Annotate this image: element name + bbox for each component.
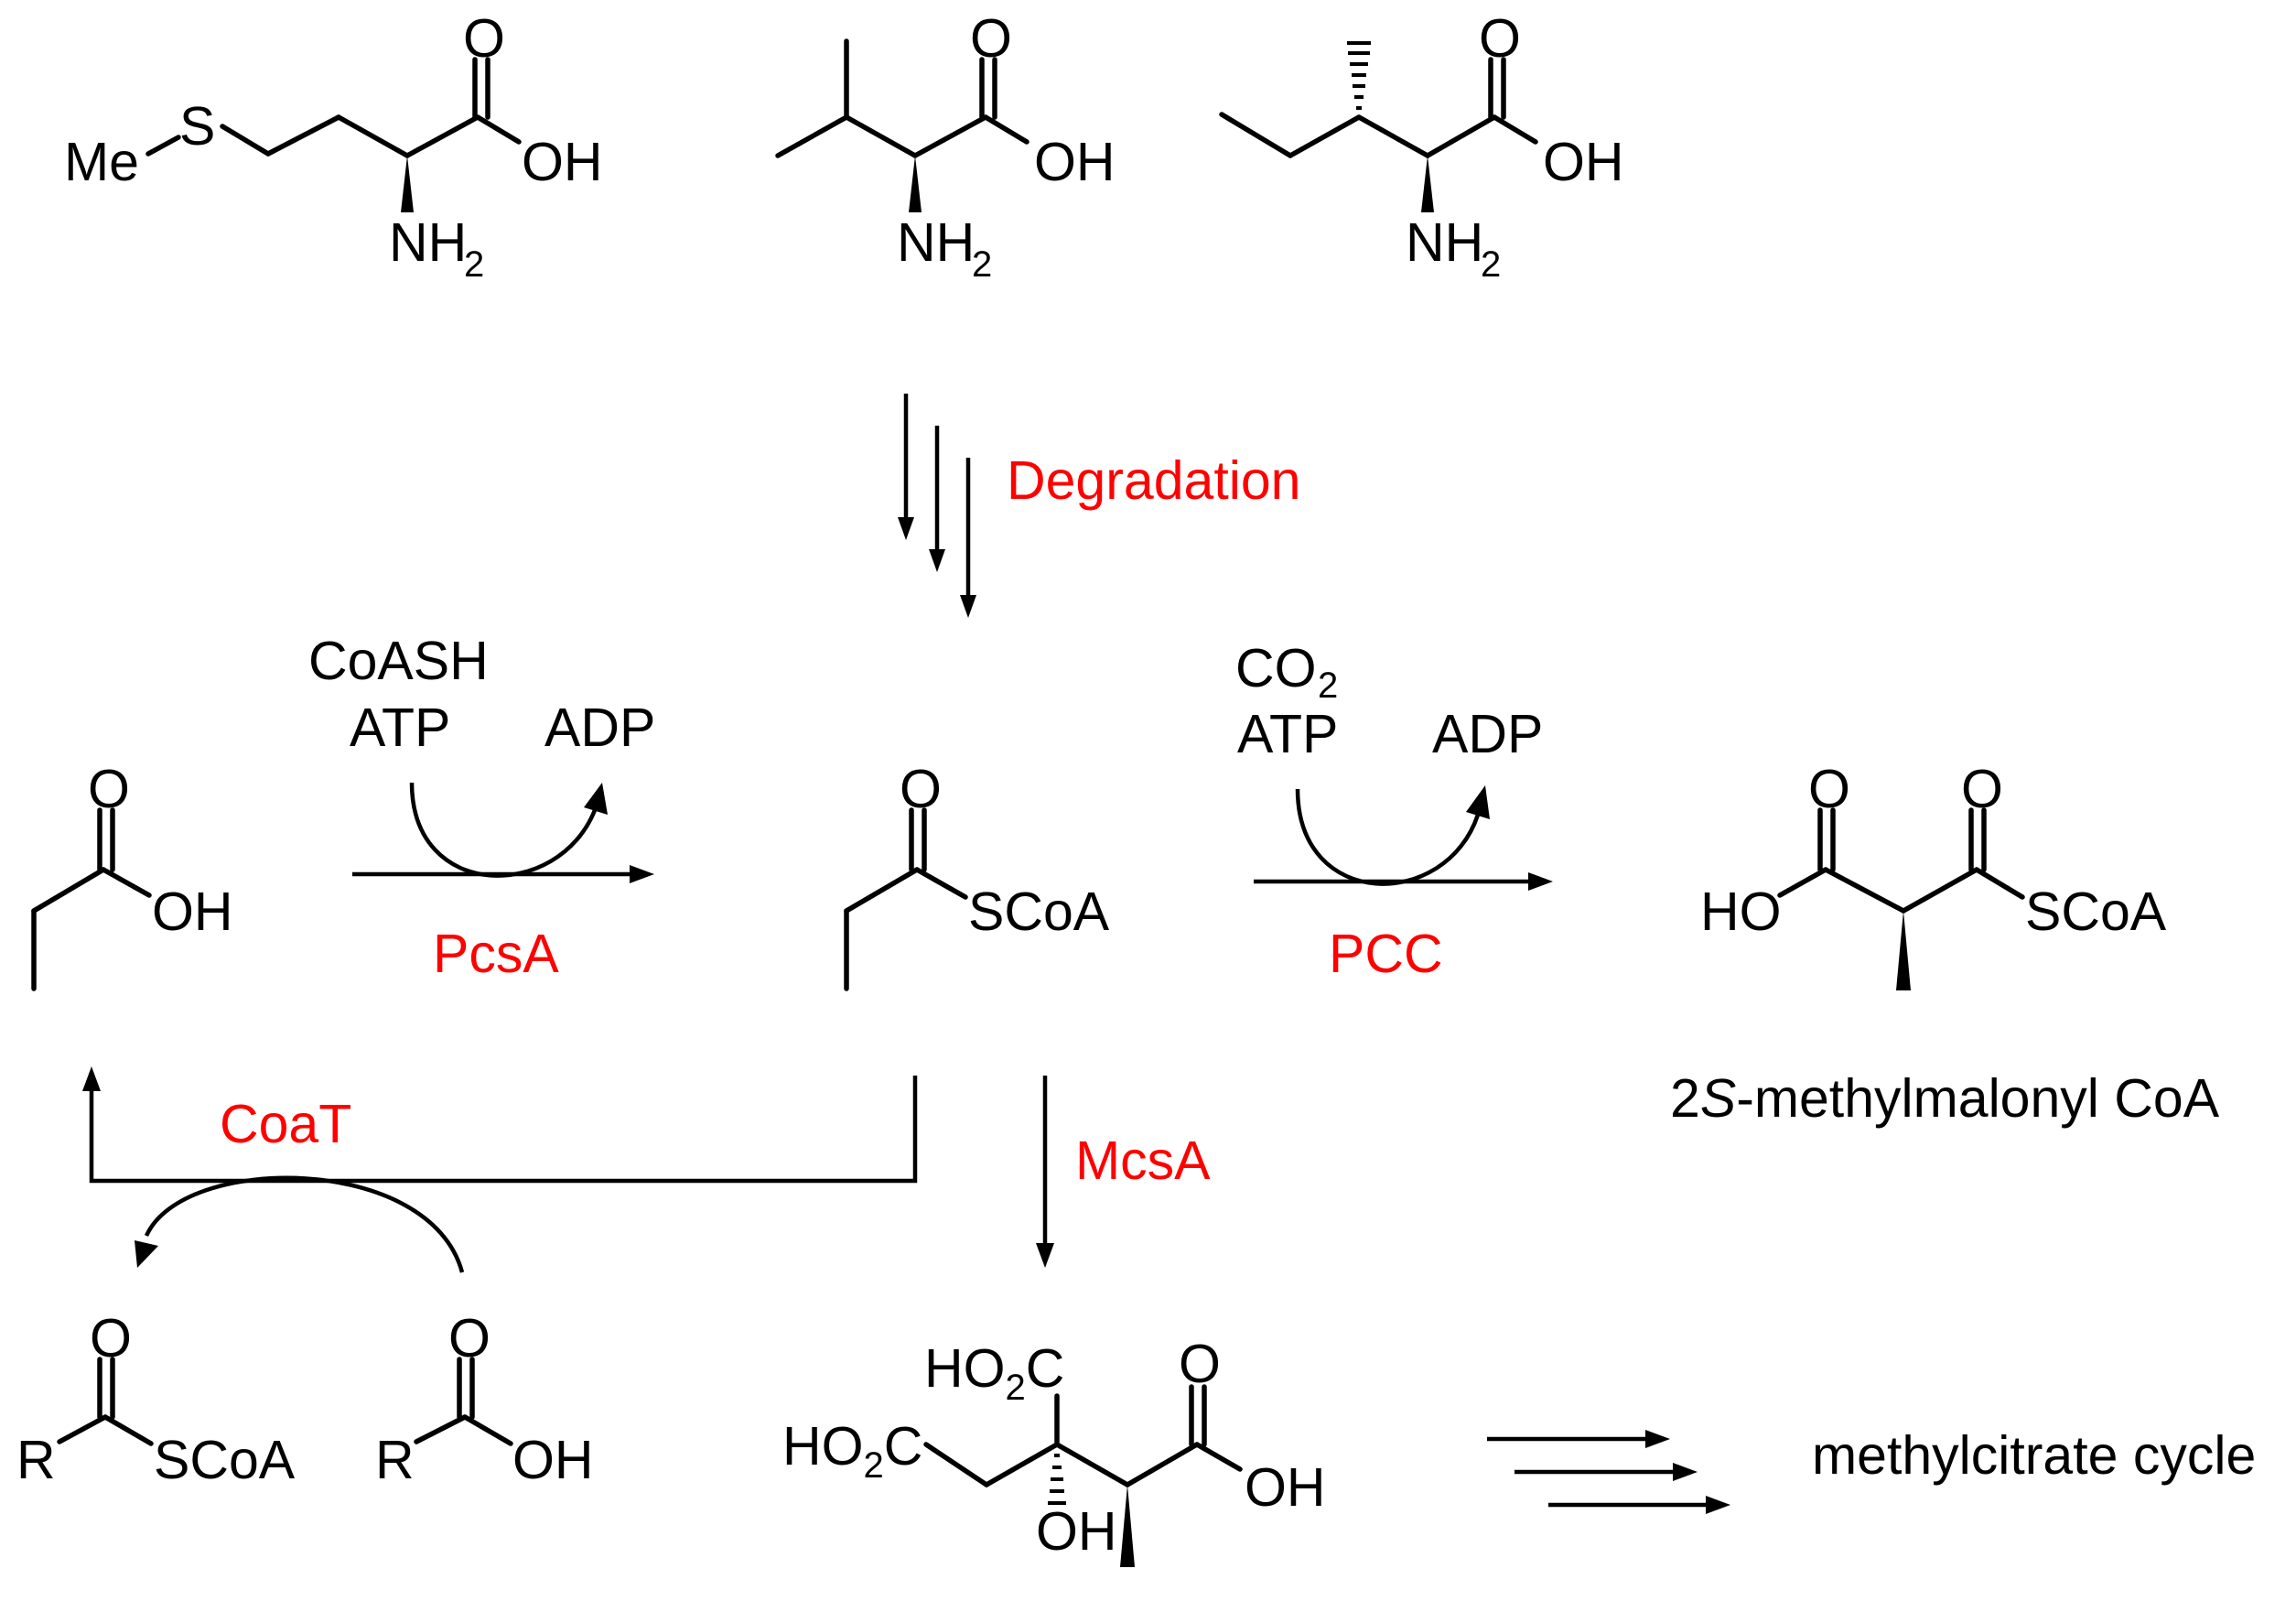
nh2-subscript: 2 xyxy=(972,244,992,285)
coash-label: CoASH xyxy=(308,631,489,691)
o-label: O xyxy=(463,8,505,69)
nh2-subscript: 2 xyxy=(464,244,484,285)
carboxylic-acid-structure: R O OH xyxy=(375,1308,594,1490)
degradation-label: Degradation xyxy=(1007,450,1300,511)
degradation-arrows xyxy=(898,394,976,618)
oh-label: OH xyxy=(1034,132,1116,192)
methylmalonyl-coa-structure: HO O O SCoA xyxy=(1700,759,2167,990)
o-label: O xyxy=(970,8,1012,69)
methylmalonyl-coa-name: 2S-methylmalonyl CoA xyxy=(1670,1068,2220,1129)
ho2c-label-top: HO2C xyxy=(924,1338,1064,1408)
co2-subscript: 2 xyxy=(1318,665,1338,706)
oh-label: OH xyxy=(512,1430,594,1490)
oh-label-hydroxyl: OH xyxy=(1036,1501,1117,1562)
name-prefix: 2 xyxy=(1670,1068,1700,1129)
isoleucine-structure: O OH NH 2 xyxy=(1219,8,1624,285)
oh-label: OH xyxy=(522,132,603,192)
pcc-label: PCC xyxy=(1329,924,1443,984)
o-label: O xyxy=(1961,759,2003,819)
o-label: O xyxy=(1808,759,1850,819)
nh2-subscript: 2 xyxy=(1481,244,1501,285)
ho2c-label-left: HO2C xyxy=(782,1416,922,1486)
mcsa-label: McsA xyxy=(1075,1130,1211,1191)
valine-structure: O OH NH 2 xyxy=(775,8,1116,285)
propionyl-coa-structure: O SCoA xyxy=(844,759,1110,991)
coat-label: CoaT xyxy=(220,1094,351,1154)
scoa-label: SCoA xyxy=(154,1430,296,1490)
acyl-coa-structure: R O SCoA xyxy=(16,1308,296,1490)
scoa-label: SCoA xyxy=(968,882,1110,942)
scoa-label: SCoA xyxy=(2025,882,2167,942)
name-stereo: S xyxy=(1700,1068,1736,1129)
s-label: S xyxy=(179,96,215,157)
methionine-structure: Me S O OH NH 2 xyxy=(64,8,603,285)
oh-label: OH xyxy=(1543,132,1624,192)
coat-loop-arrow: CoaT xyxy=(82,1066,918,1273)
me-label: Me xyxy=(64,132,139,192)
oh-label: OH xyxy=(1245,1457,1326,1518)
atp-label: ATP xyxy=(1237,704,1338,764)
pcsa-label: PcsA xyxy=(433,924,559,984)
co2-label: CO xyxy=(1235,638,1317,698)
hashed-wedge xyxy=(1347,41,1371,110)
nh-label: NH xyxy=(897,212,975,273)
pcc-reaction-arrow: CO 2 ATP ADP PCC xyxy=(1235,638,1553,984)
oh-label: OH xyxy=(152,882,233,942)
nh-label: NH xyxy=(1406,212,1483,273)
name-rest: -methylmalonyl CoA xyxy=(1736,1068,2220,1129)
nh-label: NH xyxy=(389,212,467,273)
o-label: O xyxy=(1179,1334,1221,1394)
hashed-wedge xyxy=(1048,1454,1066,1505)
o-label: O xyxy=(900,759,942,819)
ho-label: HO xyxy=(1700,882,1782,942)
o-label: O xyxy=(448,1308,490,1368)
atp-label: ATP xyxy=(350,698,450,758)
o-label: O xyxy=(88,759,130,819)
propionic-acid-structure: O OH xyxy=(31,759,233,991)
r-label: R xyxy=(16,1430,56,1490)
adp-label: ADP xyxy=(1432,704,1543,764)
methylcitrate-cycle-label: methylcitrate cycle xyxy=(1812,1425,2256,1486)
methylcitrate-structure: HO2C HO2C O OH OH xyxy=(782,1334,1326,1567)
methylcitrate-cycle-arrows xyxy=(1487,1430,1730,1514)
r-label: R xyxy=(375,1430,415,1490)
pcsa-reaction-arrow: CoASH ATP ADP PcsA xyxy=(308,631,655,984)
o-label: O xyxy=(1479,8,1521,69)
o-label: O xyxy=(90,1308,132,1368)
adp-label: ADP xyxy=(544,698,655,758)
mcsa-reaction-arrow: McsA xyxy=(1036,1076,1211,1268)
